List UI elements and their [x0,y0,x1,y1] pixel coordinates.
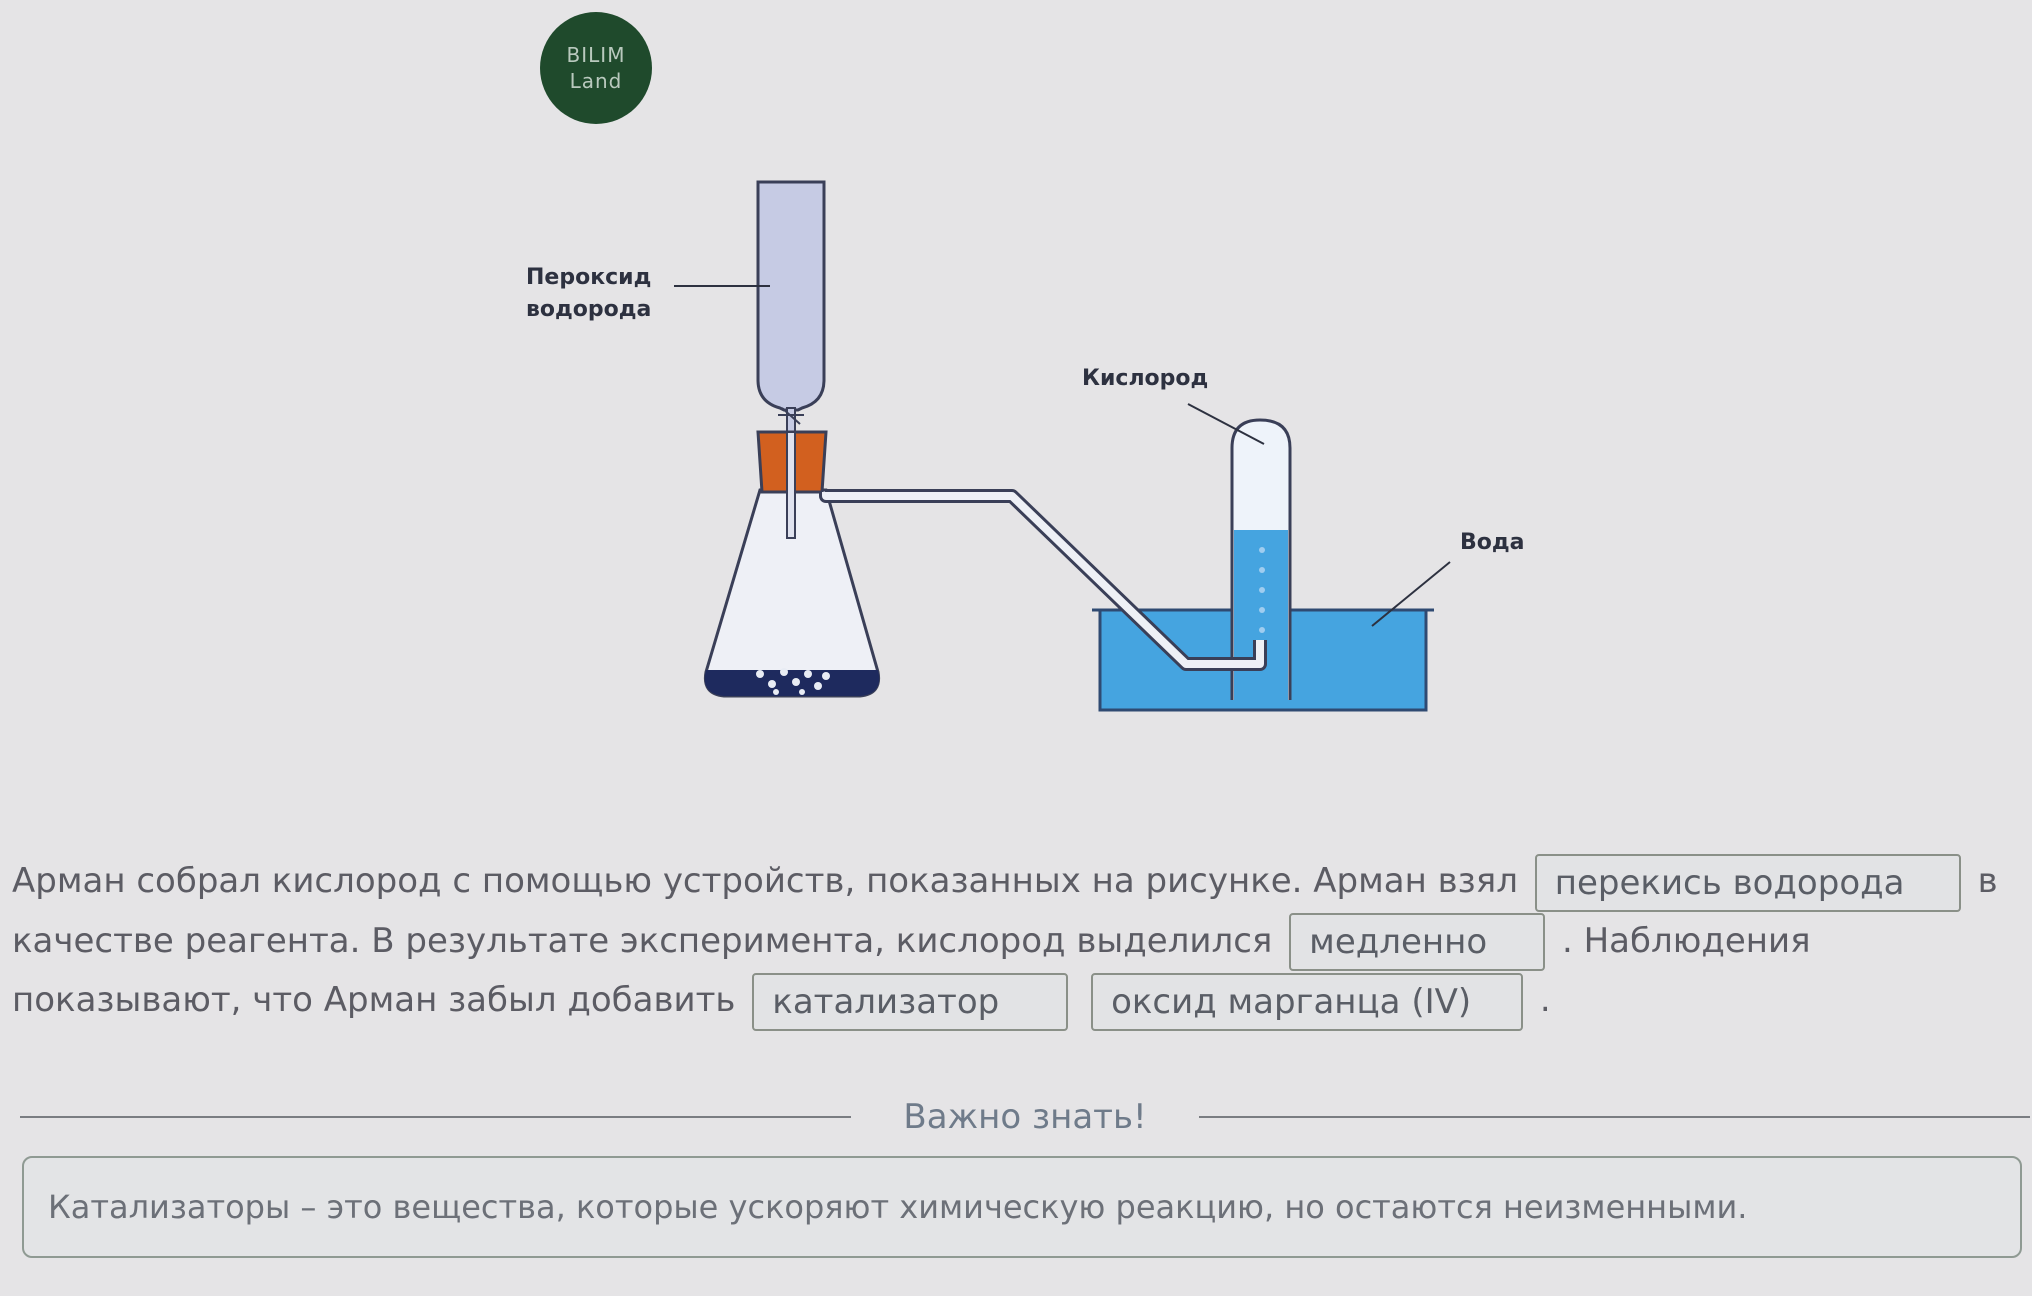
question-part2: в качестве реагента. В результате экспер… [12,861,1998,961]
question-part3: . Наблюдения показывают, что Арман забыл… [12,920,1811,1021]
oxygen-leader-line [1187,403,1265,445]
gas-bubbles [1259,547,1265,633]
stopcock [778,407,804,425]
drop-slot-reagent[interactable]: перекись водорода [1534,853,1961,912]
drop-slot-rate[interactable]: медленно [1289,913,1546,971]
funnel-inner-tube [786,431,796,539]
oxygen-apparatus-diagram [674,180,1451,712]
logo-line2: Land [569,69,623,93]
label-water: Вода [1460,530,1525,555]
question-text: Арман собрал кислород с помощью устройст… [12,852,2022,1031]
delivery-tube-inner [822,492,1264,668]
important-info-box: Катализаторы – это вещества, которые уск… [22,1156,2022,1258]
drop-slot-forgot-1[interactable]: катализатор [752,972,1069,1031]
dropping-funnel [756,180,826,412]
label-peroxide-line1: Пероксид [526,265,652,290]
label-oxygen: Кислород [1082,366,1209,391]
important-divider: Важно знать! [20,1092,2030,1142]
question-part4: . [1539,980,1551,1020]
label-peroxide-line2: водорода [526,297,652,322]
important-text: Катализаторы – это вещества, которые уск… [48,1188,1748,1226]
label-peroxide: Пероксид водорода [526,262,651,326]
catalyst-powder [704,670,880,696]
logo-line1: BILIM [566,43,626,67]
drop-slot-forgot-2[interactable]: оксид марганца (IV) [1091,972,1524,1031]
question-part1: Арман собрал кислород с помощью устройст… [12,861,1518,901]
divider-line-right [1198,1116,2030,1118]
divider-line-left [20,1116,852,1118]
important-title: Важно знать! [903,1097,1147,1137]
powder-granules [756,668,830,695]
water-leader-line [1371,561,1451,627]
tube-water [1234,530,1288,700]
bilimland-logo: BILIM Land [540,12,652,124]
